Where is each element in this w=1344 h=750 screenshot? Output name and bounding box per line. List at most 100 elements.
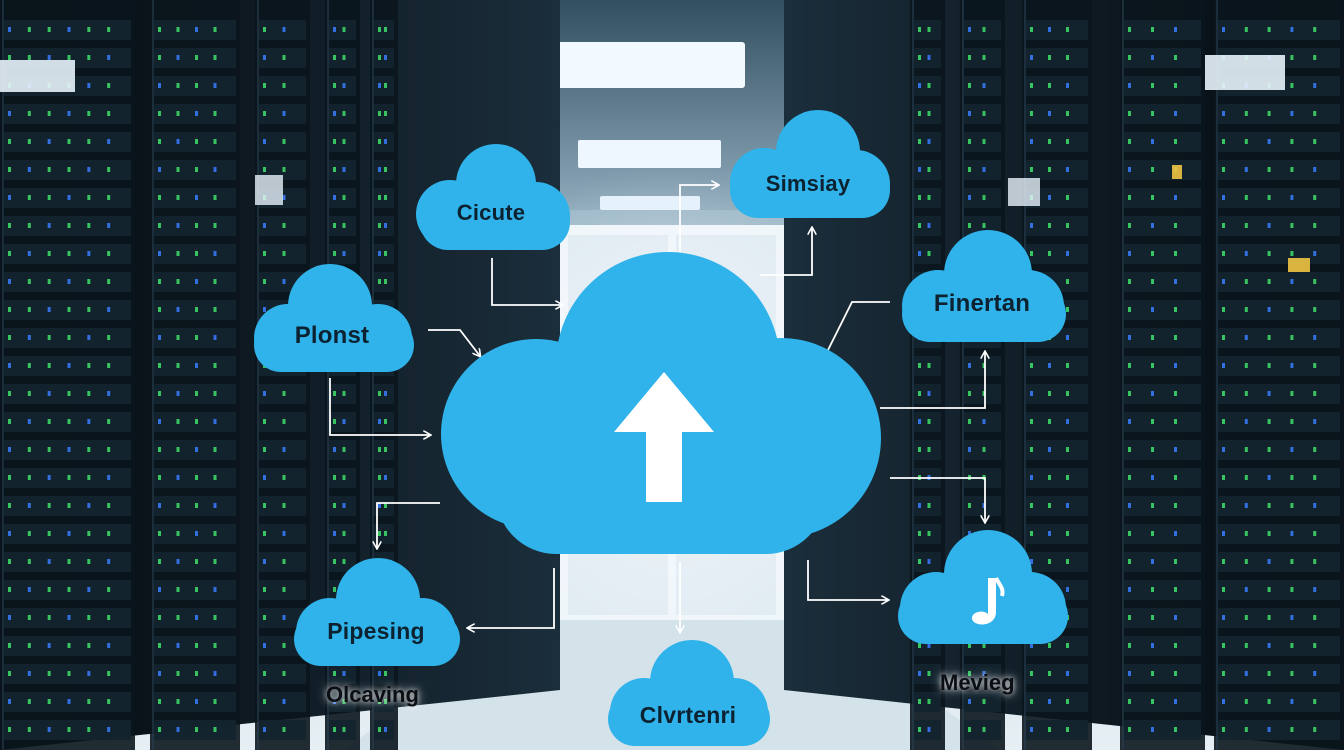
rack-panel (1218, 720, 1340, 740)
rack-panel (47, 335, 51, 340)
rack-panel (927, 251, 931, 256)
rack-panel (1124, 216, 1201, 236)
rack-panel (87, 699, 91, 704)
cloud-node-cicute: Cicute (410, 142, 572, 252)
rack-panel (1218, 692, 1340, 712)
rack-panel (47, 223, 51, 228)
rack-panel (213, 615, 217, 620)
rack-panel (1172, 165, 1182, 179)
rack-panel (1218, 132, 1340, 152)
rack-panel (1124, 692, 1201, 712)
rack-panel (27, 279, 31, 284)
rack-panel (0, 60, 75, 92)
rack-panel (927, 27, 931, 32)
rack-panel (27, 335, 31, 340)
rack-panel (1124, 272, 1201, 292)
rack-panel (8, 699, 11, 704)
rack-panel (1313, 503, 1317, 508)
rack-panel (927, 391, 931, 396)
rack-panel (378, 727, 381, 732)
rack-panel (968, 475, 971, 480)
rack-panel (1313, 475, 1317, 480)
rack-panel (1124, 244, 1201, 264)
rack-panel (263, 559, 266, 564)
rack-panel (8, 195, 11, 200)
rack-panel (1244, 251, 1248, 256)
rack-panel (1290, 615, 1294, 620)
rack-panel (384, 447, 387, 452)
rack-panel (982, 363, 986, 368)
rack-panel (1222, 587, 1225, 592)
rack-panel (333, 531, 336, 536)
rack-panel (87, 27, 91, 32)
rack-panel (1174, 195, 1177, 200)
rack-panel (1030, 139, 1033, 144)
rack-panel (1218, 580, 1340, 600)
rack-panel (1313, 83, 1317, 88)
rack-panel (213, 531, 217, 536)
rack-panel (47, 643, 51, 648)
rack-panel (1244, 307, 1248, 312)
rack-panel (1222, 363, 1225, 368)
rack-panel (8, 587, 11, 592)
rack-panel (87, 559, 91, 564)
rack-panel (282, 699, 286, 704)
rack-panel (263, 671, 266, 676)
rack-panel (1124, 188, 1201, 208)
rack-panel (213, 391, 217, 396)
rack-panel (384, 699, 387, 704)
rack-panel (1218, 412, 1340, 432)
rack-panel (1151, 643, 1154, 648)
rack-panel (1066, 587, 1069, 592)
rack-panel (1030, 503, 1033, 508)
rack-panel (1222, 727, 1225, 732)
rack-panel (968, 699, 971, 704)
rack-panel (918, 643, 921, 648)
rack-panel (1290, 251, 1294, 256)
rack-panel (1174, 307, 1177, 312)
cloud-node-label: Pipesing (327, 618, 425, 644)
rack-panel (8, 363, 11, 368)
rack-panel (333, 223, 336, 228)
rack-panel (1313, 27, 1317, 32)
rack-panel (67, 251, 71, 256)
rack-panel (378, 111, 381, 116)
rack-panel (87, 671, 91, 676)
rack-panel (176, 643, 180, 648)
rack-panel (1124, 636, 1201, 656)
rack-panel (158, 503, 161, 508)
rack-panel (107, 419, 111, 424)
rack-panel (27, 727, 31, 732)
rack-panel (1216, 0, 1218, 750)
rack-panel (1124, 76, 1201, 96)
rack-panel (1313, 671, 1317, 676)
rack-panel (107, 335, 111, 340)
rack-panel (1290, 167, 1294, 172)
rack-panel (1048, 447, 1051, 452)
rack-panel (158, 139, 161, 144)
rack-panel (918, 559, 921, 564)
rack-panel (1026, 468, 1088, 488)
rack-panel (1048, 671, 1051, 676)
rack-panel (1026, 160, 1088, 180)
rack-panel (927, 671, 931, 676)
cloud-node-finertan: Finertan (896, 228, 1068, 344)
rack-panel (282, 447, 286, 452)
rack-panel (1026, 244, 1088, 264)
rack-panel (1244, 279, 1248, 284)
rack-panel (1222, 643, 1225, 648)
rack-panel (282, 279, 286, 284)
rack-panel (87, 55, 91, 60)
rack-panel (1151, 167, 1154, 172)
rack-panel (384, 27, 387, 32)
rack-panel (333, 503, 336, 508)
rack-panel (378, 419, 381, 424)
rack-panel (1267, 503, 1271, 508)
rack-panel (333, 475, 336, 480)
rack-panel (282, 615, 286, 620)
music-note-icon (972, 577, 1005, 625)
rack-panel (1244, 27, 1248, 32)
rack-panel (1174, 643, 1177, 648)
rack-panel (1026, 440, 1088, 460)
rack-panel (87, 335, 91, 340)
